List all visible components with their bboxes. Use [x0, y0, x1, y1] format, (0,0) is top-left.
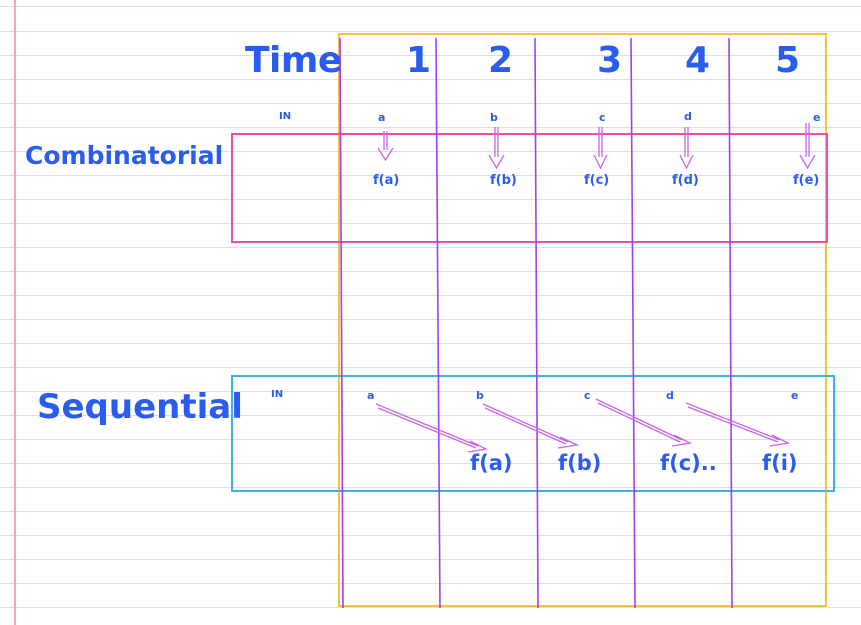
seq-arrow-d — [685, 402, 791, 447]
seq-output-fb: f(b) — [558, 451, 602, 475]
combinatorial-label: Combinatorial — [25, 141, 224, 170]
column-divider — [534, 37, 539, 609]
combinatorial-box — [231, 133, 828, 243]
comb-output-fa: f(a) — [373, 173, 400, 188]
seq-input-e: e — [791, 389, 799, 402]
seq-arrow-a — [375, 403, 489, 453]
seq-output-fi: f(i) — [762, 451, 798, 475]
seq-input-a: a — [367, 389, 375, 402]
seq-output-fa: f(a) — [470, 451, 513, 475]
comb-input-a: a — [378, 111, 386, 124]
seq-arrow-b — [482, 403, 580, 449]
time-step-4: 4 — [685, 40, 711, 81]
seq-input-d: d — [666, 389, 674, 402]
column-divider — [630, 37, 636, 609]
comb-output-fe: f(e) — [793, 173, 820, 188]
sequential-label: Sequential — [37, 387, 243, 427]
comb-in-label: IN — [279, 111, 292, 122]
comb-output-fc: f(c) — [584, 173, 610, 188]
comb-input-d: d — [684, 110, 692, 123]
time-step-3: 3 — [597, 40, 623, 81]
seq-input-c: c — [584, 389, 591, 402]
comb-input-c: c — [599, 111, 606, 124]
notebook-margin-line — [14, 0, 16, 625]
seq-input-b: b — [476, 389, 484, 402]
comb-output-fd: f(d) — [672, 173, 699, 188]
comb-arrow-d — [679, 127, 694, 170]
sequential-box — [231, 375, 835, 492]
column-divider — [728, 37, 733, 609]
comb-input-e: e — [813, 111, 821, 124]
column-divider — [435, 37, 441, 609]
column-divider — [339, 37, 344, 609]
time-frame — [338, 33, 827, 607]
time-label: Time — [245, 40, 342, 81]
time-step-2: 2 — [488, 40, 514, 81]
comb-output-fb: f(b) — [490, 173, 517, 188]
time-step-5: 5 — [775, 40, 801, 81]
seq-output-fc: f(c).. — [660, 451, 717, 475]
seq-arrow-c — [595, 398, 693, 447]
time-step-1: 1 — [406, 40, 432, 81]
comb-arrow-b — [488, 127, 505, 170]
comb-input-b: b — [490, 111, 498, 124]
comb-arrow-e — [799, 123, 816, 170]
comb-arrow-c — [593, 127, 608, 170]
comb-arrow-a — [377, 131, 394, 162]
seq-in-label: IN — [271, 389, 284, 400]
